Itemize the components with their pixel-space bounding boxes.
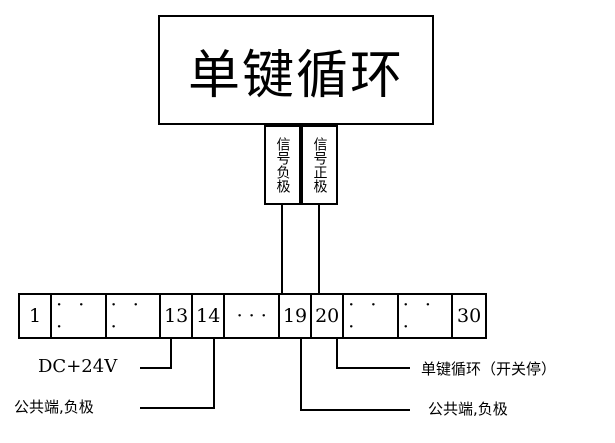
- leader-vertical-terminal-14: [213, 339, 215, 409]
- title-box-label: 单键循环: [187, 45, 404, 106]
- terminal-cell-20: 20: [312, 295, 345, 337]
- signal-negative-box: 信号负极: [264, 125, 301, 205]
- signal-positive-label: 信号正极: [311, 137, 328, 193]
- terminal-cell-dots-e: · · ·: [399, 294, 454, 338]
- terminal-cell-dots-d: · · ·: [344, 294, 399, 338]
- title-box: 单键循环: [158, 15, 434, 125]
- leader-horizontal-dc-24v: [140, 367, 172, 369]
- terminal-cell-13: 13: [161, 295, 194, 337]
- leader-vertical-terminal-13: [170, 339, 172, 369]
- leader-vertical-terminal-20: [336, 339, 338, 369]
- terminal-cell-dots-b: · · ·: [107, 294, 162, 338]
- common-negative-right-label: 公共端,负极: [428, 400, 508, 418]
- common-negative-left-label: 公共端,负极: [14, 398, 94, 416]
- leader-horizontal-single-key-cycle: [336, 367, 410, 369]
- terminal-cell-14: 14: [193, 295, 226, 337]
- leader-horizontal-common-negative-right: [300, 409, 410, 411]
- wire-signal-negative-to-terminal-19: [281, 205, 283, 295]
- terminal-cell-dots-c: · · ·: [225, 295, 281, 337]
- terminal-cell-19: 19: [280, 295, 313, 337]
- leader-vertical-terminal-19: [300, 339, 302, 411]
- signal-negative-label: 信号负极: [274, 137, 291, 193]
- terminal-cell-30: 30: [457, 305, 482, 327]
- terminal-cell-dots-a: · · ·: [52, 294, 107, 338]
- terminal-cell-1: 1: [20, 295, 53, 337]
- terminal-strip: 1 · · · · · · 13 14 · · · 19 20 · · · · …: [18, 293, 487, 339]
- wire-signal-positive-to-terminal-20: [318, 205, 320, 295]
- signal-positive-box: 信号正极: [301, 125, 338, 205]
- single-key-cycle-label: 单键循环（开关停）: [421, 360, 557, 378]
- leader-horizontal-common-negative-left: [140, 407, 215, 409]
- dc-24v-label: DC+24V: [38, 356, 118, 377]
